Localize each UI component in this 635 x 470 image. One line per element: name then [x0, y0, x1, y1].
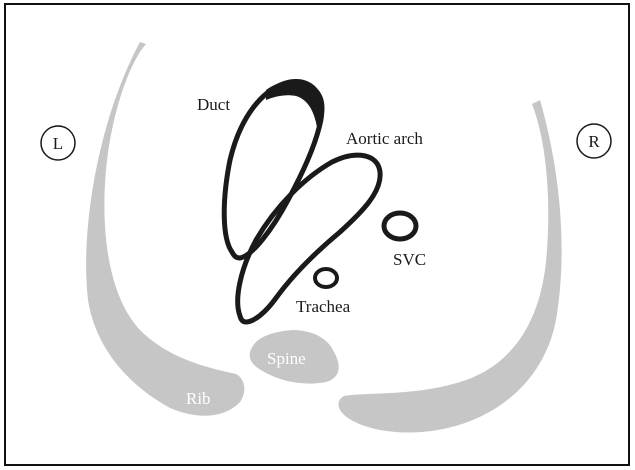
duct-thick-wall — [266, 81, 324, 135]
spine-label: Spine — [267, 349, 306, 368]
rib-label: Rib — [186, 389, 211, 408]
duct-label: Duct — [197, 95, 230, 114]
duct-outline — [224, 82, 321, 258]
right-rib-shape — [338, 100, 561, 433]
trachea-label: Trachea — [296, 297, 351, 316]
trachea-ring — [315, 269, 337, 287]
svc-label: SVC — [393, 250, 426, 269]
aortic-arch-label: Aortic arch — [346, 129, 423, 148]
right-marker-label: R — [588, 132, 600, 151]
svc-ring — [384, 213, 416, 239]
left-marker-label: L — [53, 134, 63, 153]
